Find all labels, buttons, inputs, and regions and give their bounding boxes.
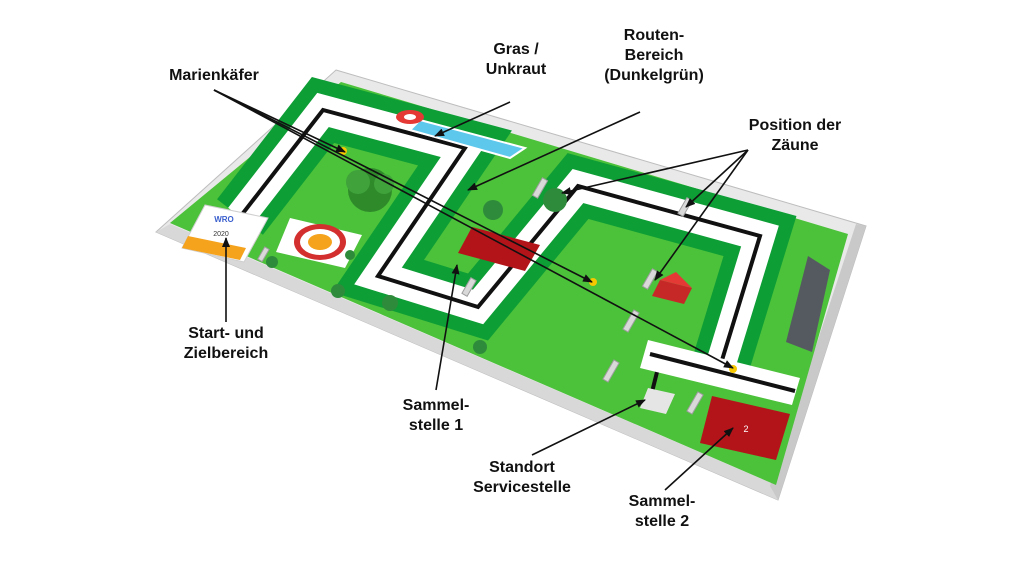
- label-standort-servicestelle: Standort Servicestelle: [473, 459, 571, 496]
- collection-point-2: [700, 396, 790, 460]
- center-emblem: [276, 218, 362, 268]
- label-start-ziel: Start- und Zielbereich: [183, 325, 269, 362]
- start-sign-year: 2020: [213, 231, 229, 238]
- house-icon: [652, 272, 692, 304]
- label-gras-unkraut: Gras / Unkraut: [485, 41, 547, 78]
- service-point: [640, 388, 675, 414]
- label-marienkaefer: Marienkäfer: [169, 67, 259, 84]
- collection-point-2-number: 2: [743, 424, 748, 434]
- start-finish-area: WRO 2020: [181, 204, 269, 263]
- label-position-zaeune: Position der Zäune: [748, 117, 842, 154]
- start-sign-brand: WRO: [214, 215, 234, 224]
- label-sammelstelle-2: Sammel- stelle 2: [628, 493, 696, 530]
- shed: [786, 256, 830, 352]
- leader-lines: [213, 89, 749, 491]
- collection-point-1: [458, 227, 540, 271]
- umbrella-icon: [396, 110, 424, 124]
- label-routen-bereich: Routen- Bereich (Dunkelgrün): [604, 27, 704, 84]
- label-sammelstelle-1: Sammel- stelle 1: [402, 397, 470, 434]
- bush-icon: [266, 188, 567, 354]
